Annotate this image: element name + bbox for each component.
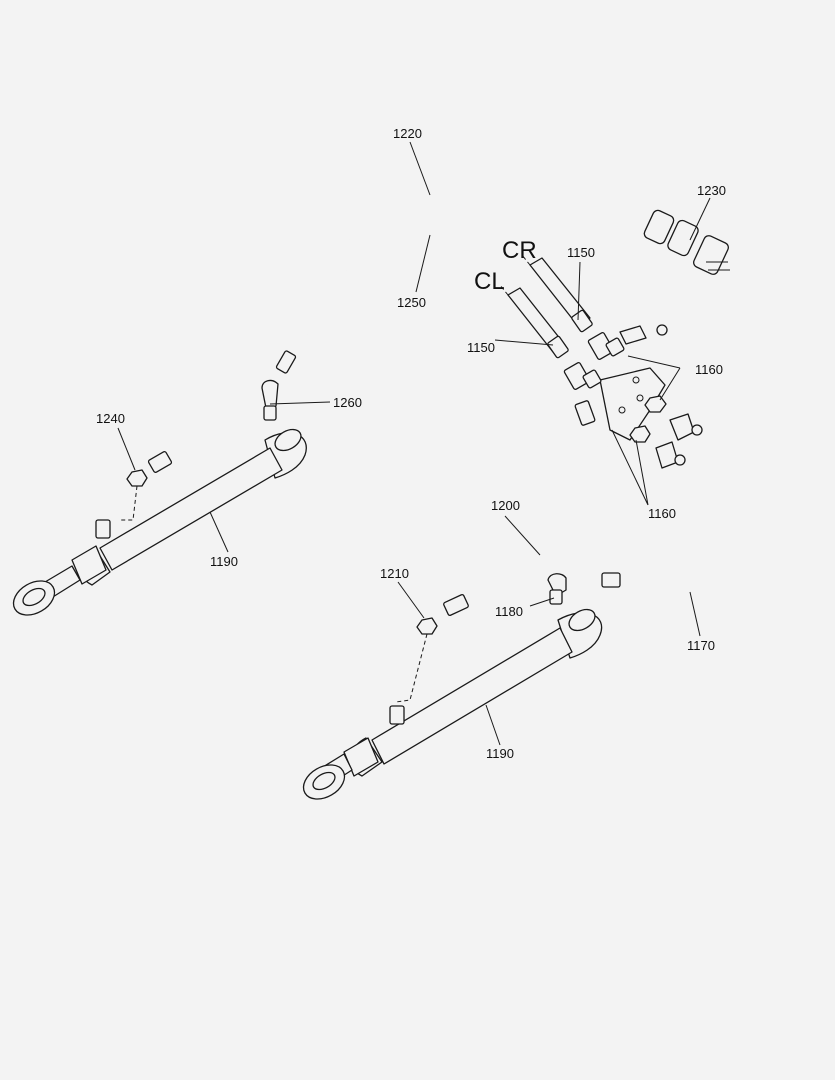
- callout-labels: 1220 1230 1250 1150 1150 1160 1160 1260 …: [96, 126, 726, 761]
- label-1180: 1180: [495, 604, 523, 619]
- elbow-1180: [547, 573, 567, 605]
- nut-1160-upper: [629, 395, 667, 443]
- hose-1220: [155, 167, 801, 463]
- hose-1200: [455, 443, 640, 607]
- label-cl: CL: [474, 268, 505, 295]
- elbow-fittings-right: [655, 413, 703, 469]
- fitting-1150-cr: [521, 254, 593, 333]
- hose-1170: [615, 425, 807, 588]
- label-1230: 1230: [697, 183, 726, 198]
- fitting-1150-cl: [499, 284, 569, 359]
- label-1170: 1170: [687, 638, 715, 653]
- fitting-end-1170: [601, 572, 621, 588]
- leader-lines: [117, 141, 711, 746]
- cylinder-1190-upper: [12, 428, 307, 616]
- label-1190-lower: 1190: [486, 746, 514, 761]
- cylinder-1190-lower: [302, 608, 603, 800]
- label-1160-upper: 1160: [695, 362, 723, 377]
- nut-1210: [395, 617, 438, 703]
- label-1200: 1200: [491, 498, 520, 513]
- nut-1240: [120, 469, 148, 521]
- fitting-end-1200: [443, 594, 469, 616]
- clamp-1230: [643, 209, 730, 275]
- label-cr: CR: [502, 237, 537, 264]
- label-1150-cl: 1150: [467, 340, 495, 355]
- label-1220: 1220: [393, 126, 422, 141]
- tee-fitting-lower: [563, 362, 602, 426]
- hose-1250: [280, 186, 800, 433]
- fitting-end-1250: [275, 350, 297, 374]
- tee-fitting-upper: [587, 324, 668, 360]
- label-1260: 1260: [333, 395, 362, 410]
- label-1190-upper: 1190: [210, 554, 238, 569]
- label-1240: 1240: [96, 411, 125, 426]
- hose-inner-lines: [685, 365, 805, 463]
- label-1150-cr: 1150: [567, 245, 595, 260]
- label-1250: 1250: [397, 295, 426, 310]
- elbow-1260: [261, 379, 279, 421]
- label-1210: 1210: [380, 566, 409, 581]
- fitting-end-1220-left: [147, 451, 173, 473]
- label-1160-lower: 1160: [648, 506, 676, 521]
